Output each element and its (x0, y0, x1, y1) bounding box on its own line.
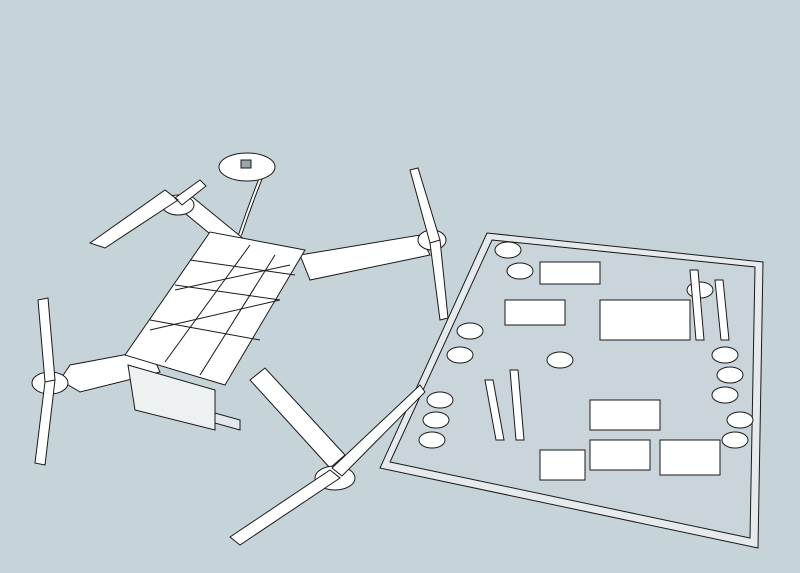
sheet-disc-part (456, 322, 484, 340)
sheet-disc-part (494, 241, 522, 259)
sheet-propeller-part (714, 279, 730, 341)
sheet-frame-part (539, 449, 586, 481)
sheet-disc-part (546, 351, 574, 369)
sheet-disc-part (711, 346, 739, 364)
sheet-frame-part (539, 261, 601, 285)
propeller-back-left (88, 179, 207, 249)
sheet-frame-part (589, 399, 661, 431)
sheet-disc-part (711, 386, 739, 404)
arm-front-right (249, 367, 346, 469)
sheet-disc-part (422, 411, 450, 429)
sheet-disc-part (716, 366, 744, 384)
propeller-front-left (34, 297, 56, 466)
sheet-frame-part (659, 439, 721, 476)
propeller-back-right (409, 167, 449, 321)
sheet-propeller-part (689, 269, 705, 341)
drone-model (31, 152, 449, 546)
sheet-disc-part (721, 431, 749, 449)
sheet-propeller-part (509, 369, 525, 441)
sheet-disc-part (446, 346, 474, 364)
propeller-front-right (229, 384, 426, 546)
sheet-propeller-part (484, 379, 505, 441)
parts-sheet (379, 232, 764, 549)
sheet-disc-part (726, 411, 754, 429)
sheet-disc-part (418, 431, 446, 449)
sheet-frame-part (504, 299, 566, 326)
sheet-disc-part (426, 391, 454, 409)
sheet-disc-part (506, 262, 534, 280)
arm-back-right (299, 234, 431, 281)
body-side (127, 364, 216, 431)
sheet-frame-part (589, 439, 651, 471)
sheet-frame-part (599, 299, 691, 341)
